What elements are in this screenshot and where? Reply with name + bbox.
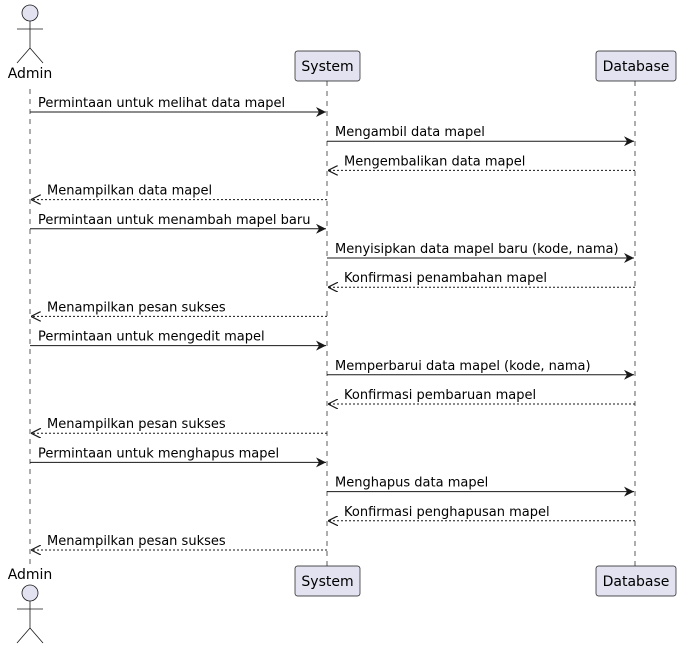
actor-figure-icon bbox=[16, 584, 44, 644]
message-label: Konfirmasi penambahan mapel bbox=[344, 271, 547, 286]
message-label: Memperbarui data mapel (kode, nama) bbox=[335, 359, 591, 374]
message-label: Menampilkan pesan sukses bbox=[47, 534, 226, 549]
actor-name-admin: Admin bbox=[8, 66, 53, 82]
participant-system-bottom: System bbox=[294, 565, 361, 597]
message-label: Permintaan untuk melihat data mapel bbox=[38, 96, 285, 111]
participant-system-top: System bbox=[294, 50, 361, 82]
message: Konfirmasi penambahan mapel bbox=[328, 271, 635, 287]
message: Permintaan untuk mengedit mapel bbox=[30, 330, 326, 351]
message: Menampilkan pesan sukses bbox=[31, 534, 327, 550]
participant-name-database: Database bbox=[603, 59, 670, 75]
message-label: Permintaan untuk mengedit mapel bbox=[38, 330, 265, 345]
message: Menampilkan pesan sukses bbox=[31, 300, 327, 316]
message-label: Permintaan untuk menghapus mapel bbox=[38, 446, 279, 461]
message-label: Konfirmasi penghapusan mapel bbox=[344, 505, 550, 520]
message: Menampilkan data mapel bbox=[31, 184, 327, 200]
message: Konfirmasi penghapusan mapel bbox=[328, 505, 635, 521]
message: Menyisipkan data mapel baru (kode, nama) bbox=[327, 242, 634, 263]
message-label: Menampilkan pesan sukses bbox=[47, 300, 226, 315]
actor-name-admin-bottom: Admin bbox=[8, 567, 53, 583]
actor-figure-icon bbox=[16, 4, 44, 64]
participant-database-top: Database bbox=[595, 50, 677, 82]
message-label: Konfirmasi pembaruan mapel bbox=[344, 388, 536, 403]
message-label: Permintaan untuk menambah mapel baru bbox=[38, 213, 310, 228]
message: Permintaan untuk menambah mapel baru bbox=[30, 213, 326, 234]
message: Mengembalikan data mapel bbox=[328, 154, 635, 170]
message-label: Menyisipkan data mapel baru (kode, nama) bbox=[335, 242, 619, 257]
message: Permintaan untuk melihat data mapel bbox=[30, 96, 326, 117]
message: Memperbarui data mapel (kode, nama) bbox=[327, 359, 634, 380]
participant-database-bottom: Database bbox=[595, 565, 677, 597]
message: Permintaan untuk menghapus mapel bbox=[30, 446, 326, 468]
message: Menampilkan pesan sukses bbox=[31, 417, 327, 433]
message: Konfirmasi pembaruan mapel bbox=[328, 388, 635, 404]
message: Menghapus data mapel bbox=[327, 476, 634, 497]
actor-admin-bottom: Admin bbox=[8, 567, 53, 644]
message-label: Mengambil data mapel bbox=[335, 125, 485, 140]
participant-name-system: System bbox=[301, 59, 353, 75]
message-label: Menampilkan data mapel bbox=[47, 184, 212, 199]
message: Mengambil data mapel bbox=[327, 125, 634, 147]
message-label: Menampilkan pesan sukses bbox=[47, 417, 226, 432]
participant-name-system-bottom: System bbox=[301, 574, 353, 590]
message-label: Menghapus data mapel bbox=[335, 476, 488, 491]
actor-admin-top: Admin bbox=[8, 4, 53, 82]
participant-name-database-bottom: Database bbox=[603, 574, 670, 590]
messages: Permintaan untuk melihat data mapelMenga… bbox=[30, 96, 635, 550]
message-label: Mengembalikan data mapel bbox=[344, 154, 525, 169]
